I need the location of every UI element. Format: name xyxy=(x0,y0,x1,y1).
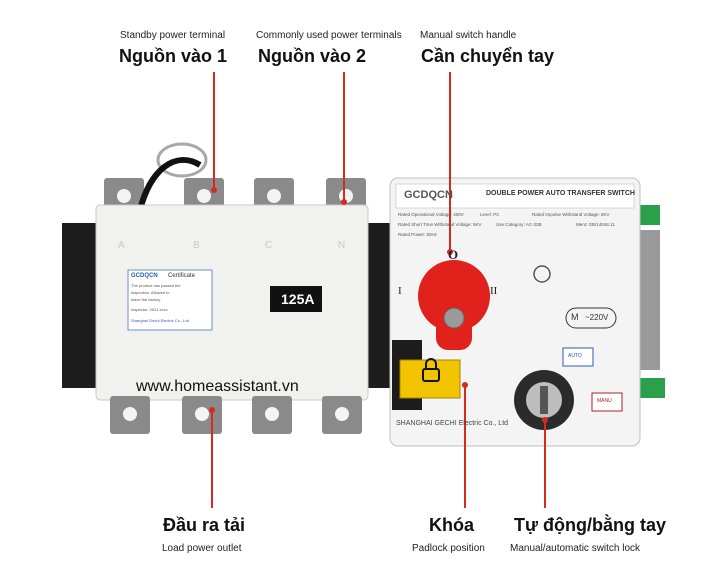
common-terminal-caption: Commonly used power terminals xyxy=(256,30,402,41)
spec-category: Use Category: AC-33B xyxy=(496,222,542,227)
spec-level: Level: PC xyxy=(480,212,500,217)
voltage-value: ~220V xyxy=(585,313,609,322)
panel-title: DOUBLE POWER AUTO TRANSFER SWITCH xyxy=(486,190,635,197)
auto-manual-caption: Manual/automatic switch lock xyxy=(510,543,641,554)
ccc-mark-icon xyxy=(533,265,551,283)
certificate-line-2: inspection, Allowed to xyxy=(131,290,170,295)
position-o: O xyxy=(448,247,459,262)
voltage-badge xyxy=(565,307,617,329)
callout-line-auto xyxy=(544,420,546,508)
terminal-letter-a: A xyxy=(118,240,125,251)
certificate-line-1: The product has passed the xyxy=(131,283,181,288)
rating-badge xyxy=(270,286,322,312)
certificate-line-3: leave the factory xyxy=(131,297,161,302)
spec-power: Rated Power: 50Hz xyxy=(398,232,438,237)
certificate-brand: GCDQCN xyxy=(131,273,158,279)
certificate-title: Certificate xyxy=(168,273,196,279)
key-ring xyxy=(156,142,208,178)
callout-line-load xyxy=(211,410,213,508)
key-cable xyxy=(137,157,202,211)
position-ii: II xyxy=(490,285,498,297)
spec-short-time: Rated Short Time Withstand Voltage: 5KV xyxy=(398,222,482,227)
standby-terminal-label: Nguồn vào 1 xyxy=(119,46,228,66)
voltage-symbol: M xyxy=(571,312,579,322)
rating-text: 125A xyxy=(281,291,315,307)
spec-voltage: Rated Operational Voltage: 400V xyxy=(398,212,464,217)
handle-caption: Manual switch handle xyxy=(420,30,517,41)
left-side-cap xyxy=(62,223,102,388)
auto-tag-text: AUTO xyxy=(568,353,582,359)
standby-terminal-caption: Standby power terminal xyxy=(120,30,226,41)
common-terminal-label: Nguồn vào 2 xyxy=(258,46,367,66)
padlock-caption: Padlock position xyxy=(412,543,485,554)
callout-line-handle xyxy=(449,72,451,252)
position-i: I xyxy=(398,285,402,297)
lock-key-icon xyxy=(540,386,548,414)
auto-manual-label: Tự động/bằng tay xyxy=(514,515,667,535)
load-outlet-label: Đầu ra tải xyxy=(163,515,246,535)
main-body xyxy=(95,204,369,401)
padlock-icon xyxy=(422,368,440,382)
watermark-text: www.homeassistant.vn xyxy=(136,378,299,395)
terminal-letter-n: N xyxy=(338,240,346,251)
terminal-letter-c: C xyxy=(265,240,273,251)
spec-impulse: Rated Impulse Withstand Voltage: 8KV xyxy=(532,212,610,217)
callout-line-standby xyxy=(213,72,215,190)
auto-tag-icon xyxy=(562,347,594,367)
bottom-terminals xyxy=(110,396,362,434)
maker-label: SHANGHAI GECHI Electric Co., Ltd xyxy=(396,420,509,427)
handle-bolt xyxy=(443,307,465,329)
certificate-line-5: Shanghai Gechi Electric Co., Ltd xyxy=(131,318,189,323)
spec-standard: Ment: GB/14048.11 xyxy=(576,222,615,227)
manual-tag-text: MANU xyxy=(597,398,612,404)
padlock-plate xyxy=(399,359,461,399)
callout-line-padlock xyxy=(464,385,466,508)
panel-brand: GCDQCN xyxy=(404,189,453,201)
certificate-sticker xyxy=(127,269,213,331)
padlock-label: Khóa xyxy=(429,515,474,535)
terminal-letter-b: B xyxy=(193,240,200,251)
manual-tag-icon xyxy=(591,392,623,412)
load-outlet-caption: Load power outlet xyxy=(162,543,242,554)
panel-header xyxy=(395,183,635,209)
certificate-line-4: Inspector: 2021.xxxx xyxy=(131,307,168,312)
callout-line-common xyxy=(343,72,345,202)
handle-label: Cần chuyển tay xyxy=(421,46,555,66)
